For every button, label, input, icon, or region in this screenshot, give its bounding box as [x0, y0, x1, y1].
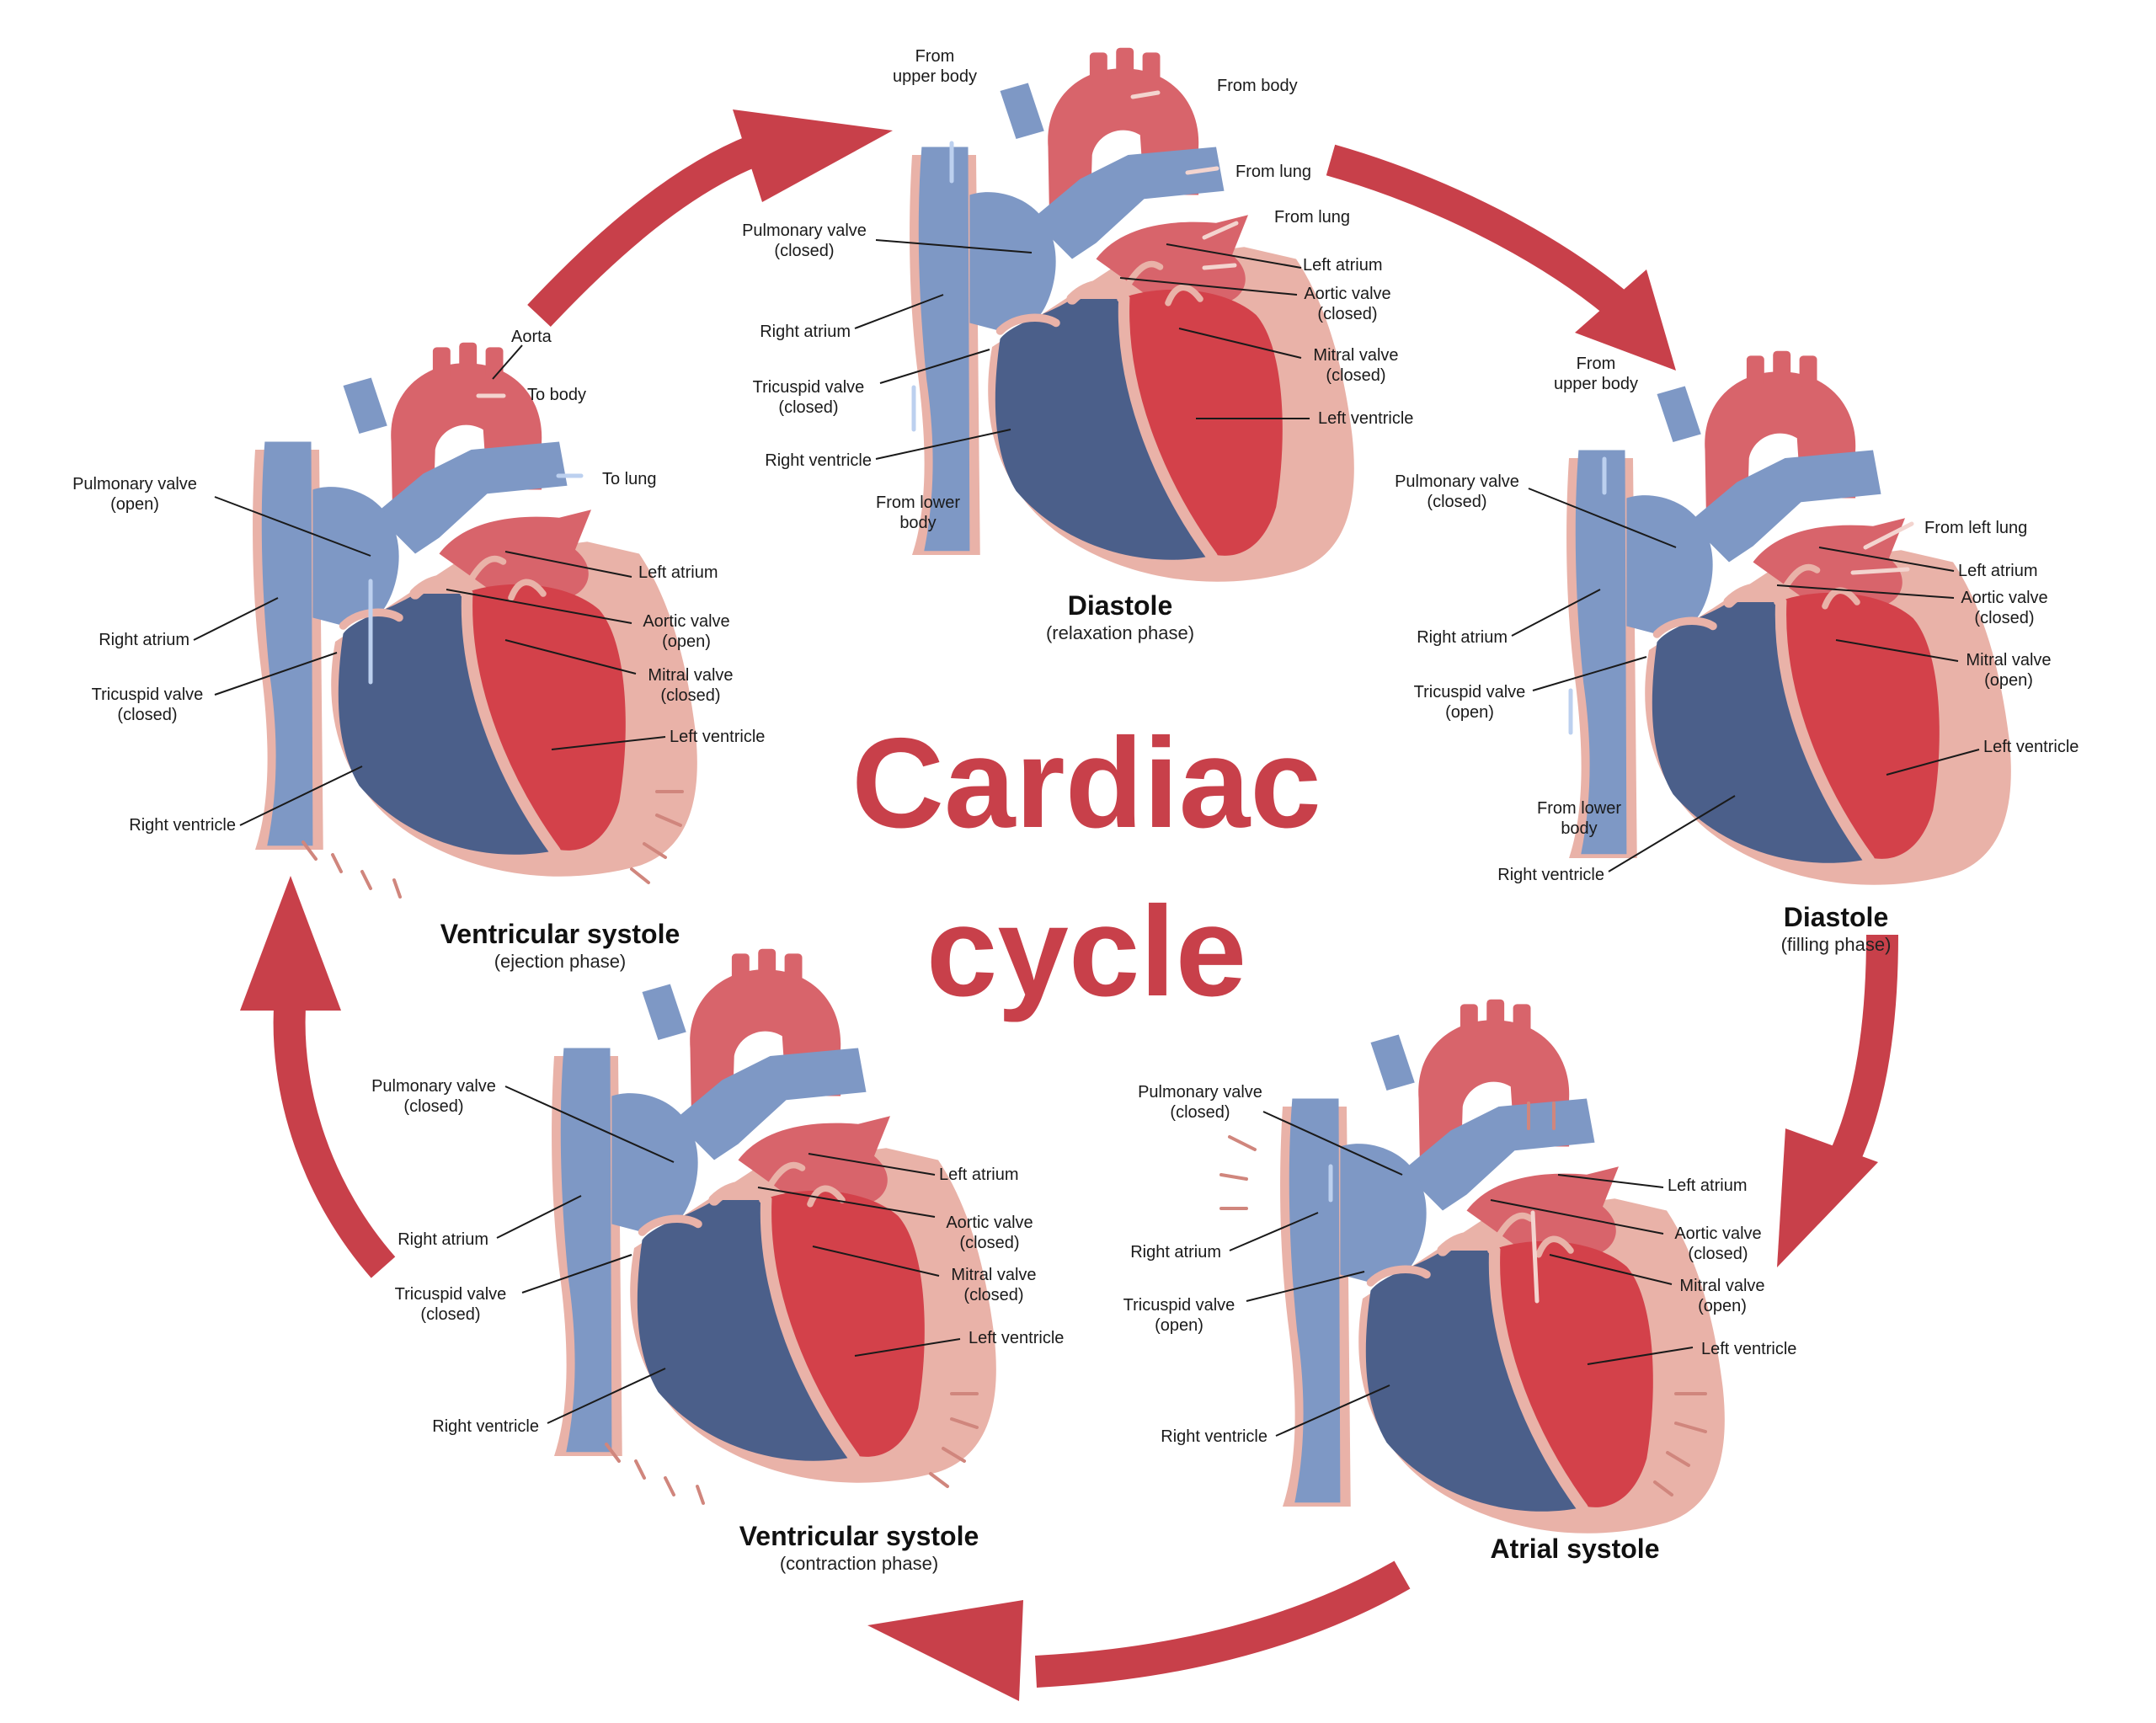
label-mitral-valve: Mitral valve(closed) [951, 1266, 1037, 1304]
label-from-lung: From lung [1235, 163, 1312, 181]
label-pulmonary-valve: Pulmonary valve(closed) [1395, 472, 1519, 511]
label-from-lung-2: From lung [1274, 208, 1351, 227]
label-left-atrium: Left atrium [1668, 1176, 1748, 1195]
label-right-ventricle: Right ventricle [1497, 866, 1604, 884]
panel-title-diastole-relaxation: Diastole (relaxation phase) [1045, 590, 1195, 643]
label-aortic-valve: Aortic valve(closed) [946, 1214, 1033, 1252]
label-tricuspid-valve: Tricuspid valve(closed) [752, 378, 865, 417]
label-aortic-valve: Aortic valve(closed) [1961, 589, 2048, 627]
label-mitral-valve: Mitral valve(open) [1966, 651, 2052, 690]
label-mitral-valve: Mitral valve(open) [1679, 1277, 1765, 1315]
label-pulmonary-valve: Pulmonary valve(closed) [371, 1077, 496, 1116]
label-right-atrium: Right atrium [760, 323, 851, 341]
label-pulmonary-valve: Pulmonary valve(open) [72, 475, 197, 514]
label-left-ventricle: Left ventricle [1701, 1340, 1797, 1358]
contraction-marks [302, 790, 1707, 1505]
label-right-atrium: Right atrium [99, 631, 189, 649]
leader-lines-top [854, 239, 1310, 460]
panel-title-ventricular-systole-contraction: Ventricular systole (contraction phase) [739, 1521, 979, 1574]
label-right-atrium: Right atrium [1130, 1243, 1221, 1262]
heart-atrial-systole [1280, 1000, 1725, 1534]
label-right-ventricle: Right ventricle [432, 1417, 539, 1436]
leader-lines-right [1511, 488, 1980, 872]
label-pulmonary-valve: Pulmonary valve(closed) [742, 221, 867, 260]
label-from-left-lung: From left lung [1924, 519, 2028, 537]
label-left-ventricle: Left ventricle [1983, 738, 2079, 756]
leader-lines-left [193, 344, 666, 826]
label-mitral-valve: Mitral valve(closed) [1313, 346, 1399, 385]
label-left-ventricle: Left ventricle [969, 1329, 1065, 1347]
label-tricuspid-valve: Tricuspid valve(open) [1413, 683, 1526, 722]
label-left-atrium: Left atrium [638, 563, 718, 582]
leader-lines-bottom-left [496, 1086, 961, 1424]
label-mitral-valve: Mitral valve(closed) [648, 666, 734, 705]
label-left-atrium: Left atrium [1303, 256, 1383, 275]
label-tricuspid-valve: Tricuspid valve(open) [1123, 1296, 1235, 1335]
cycle-arrow-left-to-top [527, 109, 893, 328]
label-aortic-valve: Aortic valve(closed) [1304, 285, 1391, 323]
cycle-arrow-right-to-bottom-right [1777, 934, 1898, 1267]
label-right-ventricle: Right ventricle [765, 451, 872, 470]
panel-title-diastole-filling: Diastole (filling phase) [1780, 902, 1892, 955]
title-line-1: Cardiac [851, 712, 1321, 855]
cycle-arrow-bottom-right-to-bottom-left [867, 1560, 1411, 1701]
label-aorta: Aorta [511, 328, 552, 346]
label-aortic-valve: Aortic valve(closed) [1674, 1224, 1762, 1263]
panel-title-ventricular-systole-ejection: Ventricular systole (ejection phase) [440, 919, 680, 972]
label-left-atrium: Left atrium [939, 1166, 1019, 1184]
label-right-atrium: Right atrium [1417, 628, 1508, 647]
label-to-body: To body [527, 386, 587, 404]
title-line-2: cycle [926, 880, 1247, 1023]
diagram-title: Cardiac cycle [783, 699, 1390, 1036]
panel-title-atrial-systole: Atrial systole [1490, 1534, 1660, 1564]
flow-arrows [476, 90, 1914, 1304]
label-right-ventricle: Right ventricle [1161, 1427, 1267, 1446]
label-left-ventricle: Left ventricle [670, 728, 766, 746]
label-from-body: From body [1217, 77, 1298, 95]
label-aortic-valve: Aortic valve(open) [643, 612, 730, 651]
blue-flow-arrows [368, 141, 1607, 1203]
label-pulmonary-valve: Pulmonary valve(closed) [1138, 1083, 1262, 1122]
label-right-atrium: Right atrium [398, 1230, 488, 1249]
label-to-lung: To lung [602, 470, 657, 488]
label-left-ventricle: Left ventricle [1318, 409, 1414, 428]
label-left-atrium: Left atrium [1958, 562, 2038, 580]
label-tricuspid-valve: Tricuspid valve(closed) [91, 685, 204, 724]
leader-lines-bottom-right [1229, 1111, 1694, 1437]
cycle-arrow-top-to-right [1326, 144, 1676, 371]
heart-ventricular-systole-ejection [253, 343, 697, 877]
label-right-ventricle: Right ventricle [129, 816, 236, 835]
label-tricuspid-valve: Tricuspid valve(closed) [394, 1285, 507, 1324]
cycle-arrow-bottom-left-to-left [240, 876, 396, 1278]
